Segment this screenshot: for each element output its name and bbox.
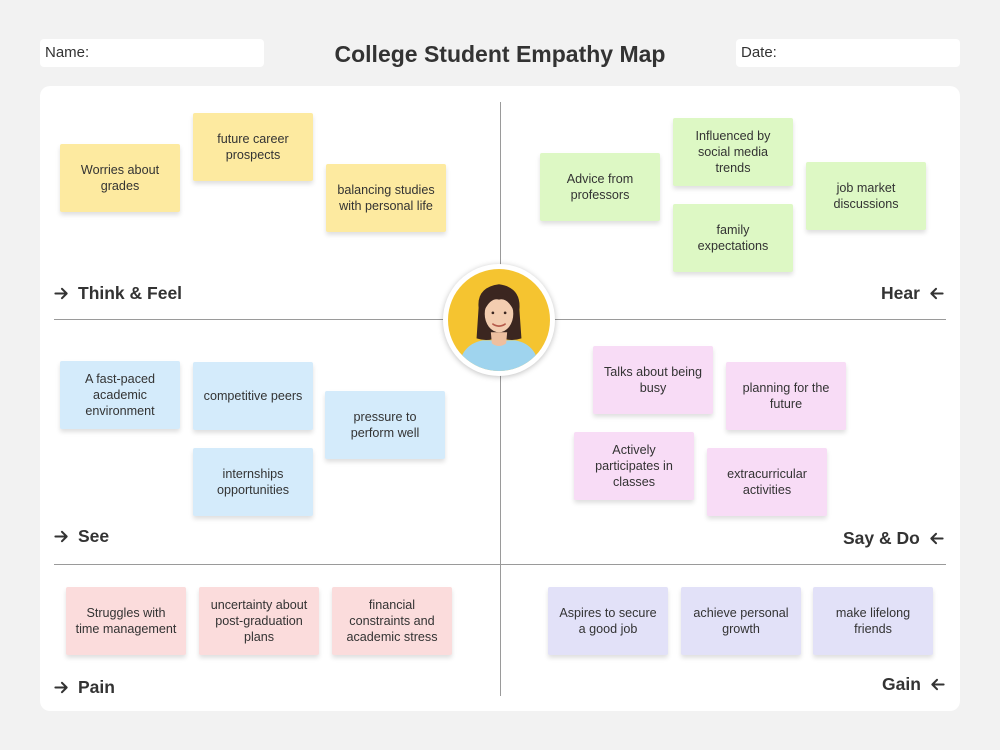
- sticky-note-gain[interactable]: achieve personal growth: [681, 587, 801, 655]
- sticky-note-hear[interactable]: family expectations: [673, 204, 793, 272]
- gain-label-text: Gain: [882, 674, 921, 694]
- sticky-note-hear[interactable]: Advice from professors: [540, 153, 660, 221]
- arrow-right-icon: [54, 287, 68, 300]
- sticky-note-see[interactable]: competitive peers: [193, 362, 313, 430]
- vertical-divider: [500, 102, 502, 696]
- sticky-note-say-do[interactable]: planning for the future: [726, 362, 846, 430]
- gain-label: Gain: [882, 674, 945, 695]
- sticky-note-think-feel[interactable]: Worries about grades: [60, 144, 180, 212]
- see-label: See: [54, 526, 109, 547]
- think-feel-label: Think & Feel: [54, 283, 182, 304]
- see-label-text: See: [78, 526, 110, 546]
- sticky-note-see[interactable]: internships opportunities: [193, 448, 313, 516]
- pain-label: Pain: [54, 677, 115, 698]
- sticky-note-hear[interactable]: Influenced by social media trends: [673, 118, 793, 186]
- think-feel-label-text: Think & Feel: [78, 283, 183, 303]
- sticky-note-say-do[interactable]: extracurricular activities: [707, 448, 827, 516]
- say-do-label-text: Say & Do: [843, 528, 920, 548]
- student-avatar: [443, 264, 555, 376]
- empathy-map-board: Worries about grades future career prosp…: [40, 86, 960, 711]
- horizontal-divider-bottom: [54, 564, 946, 566]
- sticky-note-gain[interactable]: Aspires to secure a good job: [548, 587, 668, 655]
- page-title: College Student Empathy Map: [334, 41, 666, 67]
- name-field[interactable]: Name:: [40, 39, 264, 67]
- sticky-note-gain[interactable]: make lifelong friends: [813, 587, 933, 655]
- pain-label-text: Pain: [78, 677, 115, 697]
- hear-label: Hear: [881, 283, 944, 304]
- sticky-note-say-do[interactable]: Talks about being busy: [593, 346, 713, 414]
- sticky-note-see[interactable]: A fast-paced academic environment: [60, 361, 180, 429]
- date-field[interactable]: Date:: [736, 39, 960, 67]
- arrow-right-icon: [54, 681, 68, 694]
- sticky-note-pain[interactable]: uncertainty about post-graduation plans: [199, 587, 319, 655]
- sticky-note-think-feel[interactable]: balancing studies with personal life: [326, 164, 446, 232]
- sticky-note-pain[interactable]: financial constraints and academic stres…: [332, 587, 452, 655]
- student-portrait-image: [448, 269, 550, 371]
- arrow-left-icon: [930, 287, 944, 300]
- sticky-note-see[interactable]: pressure to perform well: [325, 391, 445, 459]
- sticky-note-pain[interactable]: Struggles with time management: [66, 587, 186, 655]
- sticky-note-say-do[interactable]: Actively participates in classes: [574, 432, 694, 500]
- sticky-note-think-feel[interactable]: future career prospects: [193, 113, 313, 181]
- hear-label-text: Hear: [881, 283, 920, 303]
- sticky-note-hear[interactable]: job market discussions: [806, 162, 926, 230]
- arrow-left-icon: [931, 678, 945, 691]
- say-do-label: Say & Do: [843, 528, 944, 549]
- arrow-left-icon: [930, 532, 944, 545]
- arrow-right-icon: [54, 530, 68, 543]
